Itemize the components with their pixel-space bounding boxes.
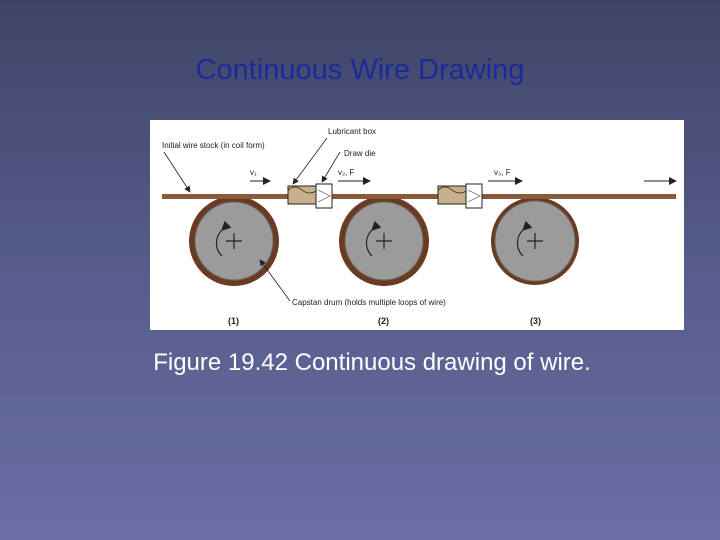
lubricant-box-1 — [287, 185, 319, 205]
wire-drawing-figure: Initial wire stock (in coil form) Lubric… — [150, 120, 684, 330]
leader-capstan-drum — [259, 259, 291, 302]
capstan-drum-3 — [491, 197, 579, 285]
label-initial-stock: Initial wire stock (in coil form) — [162, 141, 265, 150]
label-stage-1: (1) — [228, 316, 239, 326]
label-capstan-drum: Capstan drum (holds multiple loops of wi… — [292, 298, 446, 307]
rotation-arrow-icon — [516, 220, 533, 257]
label-v1: v₁ — [250, 168, 257, 177]
draw-die-2 — [465, 183, 483, 209]
rotation-arrow-icon — [365, 220, 382, 257]
label-draw-die: Draw die — [344, 149, 376, 158]
center-cross-icon — [527, 233, 543, 249]
center-cross-icon — [376, 233, 392, 249]
center-cross-icon — [226, 233, 242, 249]
slide-title: Continuous Wire Drawing — [195, 54, 525, 86]
label-lubricant-box: Lubricant box — [328, 127, 376, 136]
leader-lubricant-box — [292, 137, 328, 185]
capstan-drum-2 — [339, 196, 429, 286]
leader-draw-die — [321, 151, 341, 183]
label-stage-2: (2) — [378, 316, 389, 326]
label-v2-f: v₂, F — [338, 168, 355, 177]
lubricant-box-2 — [437, 185, 469, 205]
wire-drawing-diagram: Initial wire stock (in coil form) Lubric… — [162, 127, 677, 326]
leader-initial-stock — [163, 151, 191, 193]
capstan-drum-1 — [189, 196, 279, 286]
draw-die-1 — [315, 183, 333, 209]
figure-caption: Figure 19.42 Continuous drawing of wire. — [153, 349, 591, 376]
wire — [162, 194, 676, 199]
label-v3-f: v₃, F — [494, 168, 511, 177]
rotation-arrow-icon — [215, 220, 232, 257]
label-stage-3: (3) — [530, 316, 541, 326]
